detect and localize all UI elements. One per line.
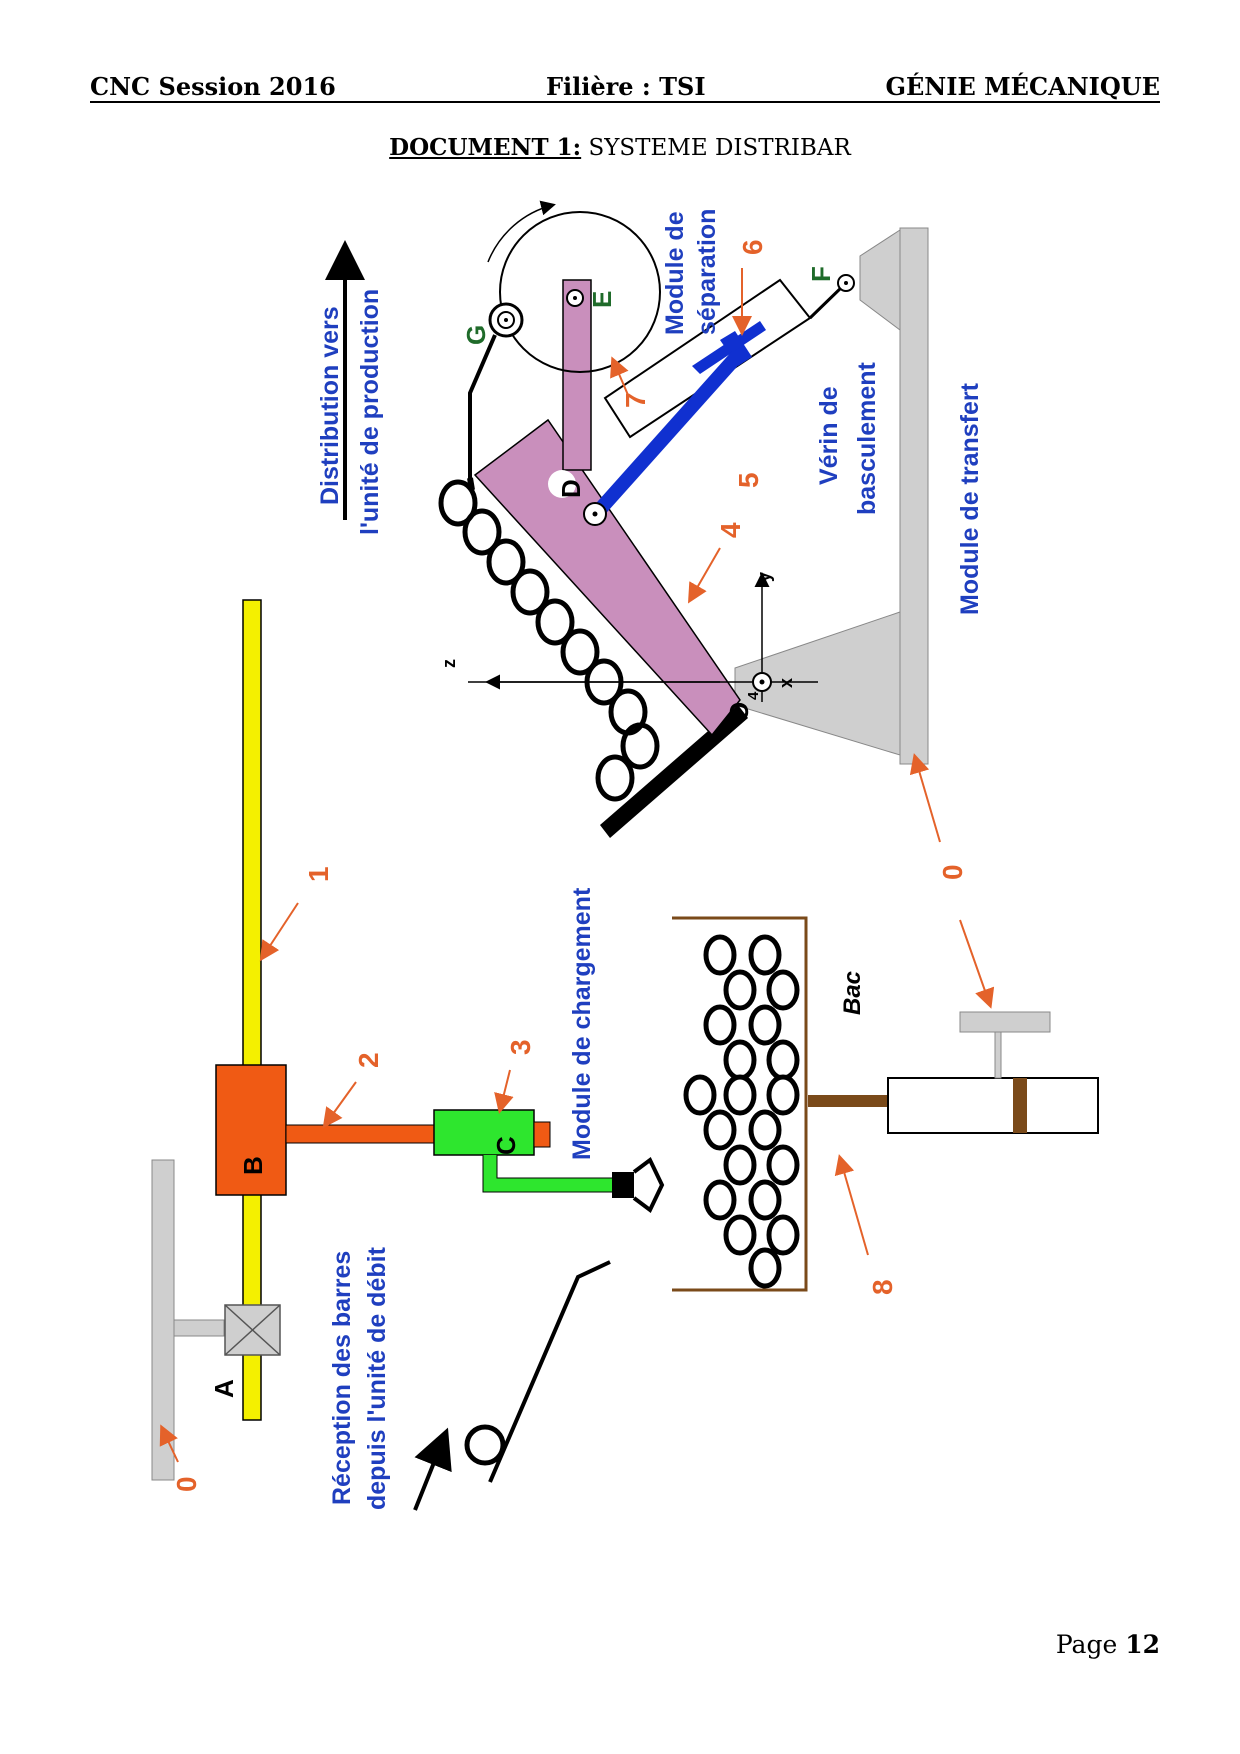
label-verin-2: basculement: [853, 361, 881, 515]
label-distribution-1: Distribution vers: [316, 306, 344, 505]
header-left: CNC Session 2016: [90, 72, 336, 101]
arm-e: [562, 279, 592, 471]
number-8: 8: [867, 1279, 898, 1295]
point-d: D: [556, 479, 586, 498]
point-o4: O: [724, 702, 754, 722]
number-5: 5: [733, 472, 764, 488]
number-2: 2: [353, 1052, 384, 1068]
label-separation-2: séparation: [693, 209, 721, 335]
axis-z: z: [439, 659, 459, 668]
point-e: E: [587, 291, 617, 308]
label-separation-1: Module de: [661, 211, 689, 335]
label-reception-2: depuis l'unité de débit: [363, 1246, 391, 1510]
rod-5: [590, 350, 743, 520]
header-right: GÉNIE MÉCANIQUE: [885, 72, 1160, 101]
bars-on-arm: [438, 479, 660, 802]
number-7: 7: [620, 392, 651, 408]
label-distribution-2: l'unité de production: [356, 289, 384, 535]
point-g: G: [461, 325, 491, 345]
ramp: [600, 705, 748, 838]
document-title: DOCUMENT 1: SYSTEME DISTRIBAR: [0, 134, 1240, 161]
point-o4-sub: 4: [745, 691, 762, 700]
carriage-b: [215, 1064, 287, 1196]
axis-x: x: [776, 678, 796, 688]
tilting-arm-4: [473, 418, 741, 737]
bac: [672, 916, 808, 1292]
number-3: 3: [505, 1039, 536, 1055]
number-0-left: 0: [171, 1476, 202, 1492]
label-chargement: Module de chargement: [568, 887, 596, 1160]
header-rule: [90, 101, 1160, 103]
axis-y: y: [754, 572, 774, 582]
support-f: [859, 229, 901, 331]
transfer-plate: [899, 227, 929, 765]
bac-cylinder: [887, 1077, 1099, 1134]
document-label: DOCUMENT 1:: [389, 134, 582, 161]
number-1: 1: [303, 866, 334, 882]
point-b: B: [238, 1156, 268, 1175]
label-bac: Bac: [839, 971, 866, 1015]
rotation-arrow: [487, 200, 556, 263]
bars-in-bac: [683, 934, 800, 1289]
number-6: 6: [737, 239, 768, 255]
rod-8: [808, 1095, 888, 1107]
page-number: 12: [1125, 1630, 1160, 1659]
page-indicator: Page 12: [1056, 1630, 1160, 1659]
point-c: C: [491, 1136, 521, 1155]
point-a: A: [209, 1379, 239, 1398]
label-transfert: Module de transfert: [956, 382, 984, 615]
point-f: F: [806, 266, 836, 282]
gripper-c: [433, 1109, 535, 1156]
label-reception-1: Réception des barres: [328, 1251, 356, 1505]
number-0-top: 0: [937, 864, 968, 880]
header-center: Filière : TSI: [546, 72, 706, 101]
rail-1: [242, 599, 262, 1421]
label-verin-1: Vérin de: [815, 386, 843, 485]
separation-disk-7: [499, 211, 661, 373]
page-label: Page: [1055, 1630, 1118, 1659]
document-name: SYSTEME DISTRIBAR: [588, 135, 851, 161]
number-4: 4: [715, 522, 746, 538]
